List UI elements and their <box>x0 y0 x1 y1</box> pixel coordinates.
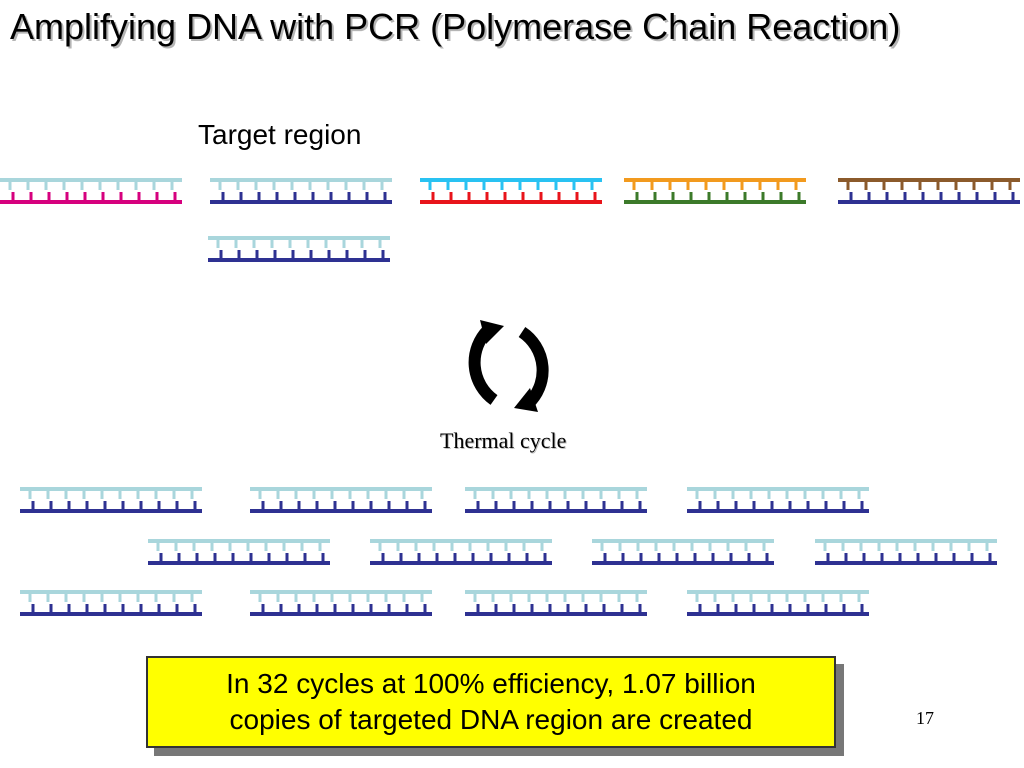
amplified-dna-segment <box>465 487 647 513</box>
amplified-dna-segment <box>250 590 432 616</box>
amplified-dna-segment <box>815 539 997 565</box>
amplified-dna-segment <box>250 487 432 513</box>
amplified-dna-segment <box>465 590 647 616</box>
dna-segment-green <box>624 178 806 204</box>
amplified-dna-segment <box>148 539 330 565</box>
target-region-label: Target region <box>198 119 362 150</box>
dna-segment-brown <box>838 178 1020 204</box>
slide-title: Amplifying DNA with PCR (Polymerase Chai… <box>10 6 901 47</box>
dna-segment-magenta <box>0 178 182 204</box>
page-number: 17 <box>916 708 934 728</box>
result-callout: In 32 cycles at 100% efficiency, 1.07 bi… <box>146 656 836 748</box>
thermal-cycle-label: Thermal cycle <box>440 428 567 453</box>
amplified-dna-segment <box>592 539 774 565</box>
dna-segment-target-copy <box>208 236 390 262</box>
amplified-dna-segment <box>370 539 552 565</box>
amplified-dna-segment <box>687 487 869 513</box>
result-callout-text: In 32 cycles at 100% efficiency, 1.07 bi… <box>226 666 756 738</box>
callout-line-2: copies of targeted DNA region are create… <box>229 704 753 735</box>
amplified-dna-segment <box>687 590 869 616</box>
amplified-dna-segment <box>20 487 202 513</box>
dna-segment-target <box>210 178 392 204</box>
dna-segment-red <box>420 178 602 204</box>
amplified-dna-segment <box>20 590 202 616</box>
callout-line-1: In 32 cycles at 100% efficiency, 1.07 bi… <box>226 668 756 699</box>
circular-arrows-icon <box>468 320 549 412</box>
